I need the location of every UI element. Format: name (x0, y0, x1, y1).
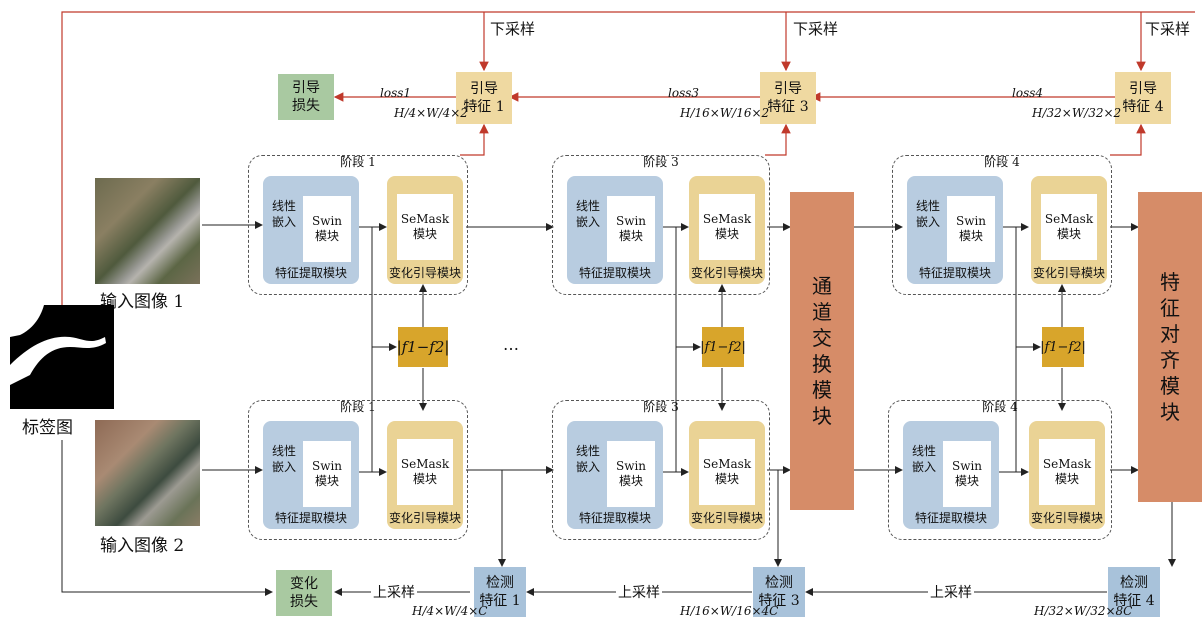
linear-embed: 线性嵌入 (575, 443, 601, 475)
stage-title: 阶段 3 (553, 155, 769, 169)
feature-extract-caption: 特征提取模块 (567, 509, 663, 526)
upsample-label-3: 上采样 (616, 582, 662, 602)
guide-feature-4: 引导特征 4 (1115, 72, 1171, 124)
detect-formula-3: H/16×W/16×4C (680, 604, 778, 618)
change-guide-caption: 变化引导模块 (387, 264, 463, 281)
guide-formula-3: H/16×W/16×2 (680, 106, 769, 120)
upsample-label-4: 上采样 (928, 582, 974, 602)
guidance-loss-box: 引导损失 (278, 74, 334, 120)
stage-title: 阶段 3 (553, 400, 769, 414)
feature-extract-caption: 特征提取模块 (903, 509, 999, 526)
change-guide-caption: 变化引导模块 (689, 264, 765, 281)
guide-formula-4: H/32×W/32×2 (1032, 106, 1121, 120)
feature-diff-box-1: |f1−f2| (398, 327, 448, 367)
stage-title: 阶段 4 (889, 400, 1111, 414)
linear-embed: 线性嵌入 (271, 443, 297, 475)
downsample-label-3: 下采样 (793, 18, 838, 39)
upsample-label-1: 上采样 (371, 582, 417, 602)
channel-exchange-module: 通道交换模块 (790, 192, 854, 510)
linear-embed: 线性嵌入 (575, 198, 601, 230)
feature-extract-caption: 特征提取模块 (263, 264, 359, 281)
input-image-2-label: 输入图像 2 (100, 531, 184, 556)
change-loss-box: 变化损失 (276, 570, 332, 616)
loss4-label: loss4 (1012, 86, 1043, 100)
feature-extract-caption: 特征提取模块 (263, 509, 359, 526)
label-map-image (10, 305, 114, 409)
loss1-label: loss1 (380, 86, 411, 100)
input-image-1 (95, 178, 200, 284)
stage-title: 阶段 1 (249, 400, 467, 414)
stage-title: 阶段 4 (893, 155, 1111, 169)
downsample-label-4: 下采样 (1145, 18, 1190, 39)
detect-formula-1: H/4×W/4×C (412, 604, 487, 618)
detect-formula-4: H/32×W/32×8C (1034, 604, 1132, 618)
linear-embed: 线性嵌入 (271, 198, 297, 230)
feature-extract-caption: 特征提取模块 (907, 264, 1003, 281)
linear-embed: 线性嵌入 (915, 198, 941, 230)
feature-align-module: 特征对齐模块 (1138, 192, 1202, 502)
feature-diff-box-3: |f1−f2| (702, 327, 744, 367)
ellipsis: … (503, 335, 519, 354)
change-guide-caption: 变化引导模块 (689, 509, 765, 526)
input-image-2 (95, 420, 200, 526)
change-guide-caption: 变化引导模块 (1029, 509, 1105, 526)
feature-diff-box-4: |f1−f2| (1042, 327, 1084, 367)
stage-title: 阶段 1 (249, 155, 467, 169)
change-guide-caption: 变化引导模块 (1031, 264, 1107, 281)
label-map-label: 标签图 (22, 413, 73, 438)
change-guide-caption: 变化引导模块 (387, 509, 463, 526)
guide-formula-1: H/4×W/4×2 (394, 106, 468, 120)
loss3-label: loss3 (668, 86, 699, 100)
linear-embed: 线性嵌入 (911, 443, 937, 475)
feature-extract-caption: 特征提取模块 (567, 264, 663, 281)
downsample-label-1: 下采样 (490, 18, 535, 39)
